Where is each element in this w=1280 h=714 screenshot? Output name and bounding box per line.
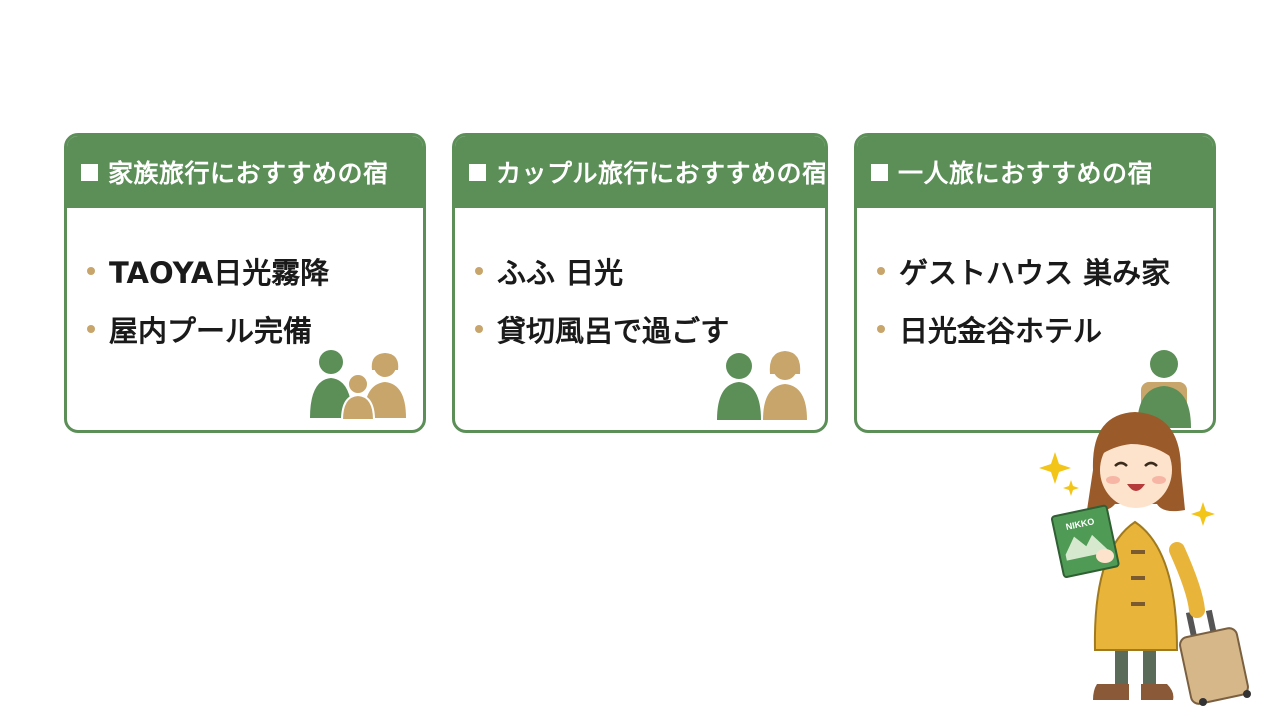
square-icon — [81, 163, 98, 181]
recommendation-list: ゲストハウス 巣み家 日光金谷ホテル — [857, 208, 1213, 358]
list-item: 日光金谷ホテル — [877, 300, 1213, 358]
bullet-icon — [877, 325, 885, 333]
card-title: カップル旅行におすすめの宿 — [496, 159, 828, 188]
couple-icon — [717, 351, 807, 420]
recommendation-list: TAOYA日光霧降 屋内プール完備 — [67, 208, 423, 358]
list-item: TAOYA日光霧降 — [87, 242, 423, 300]
solo-stay-card: 一人旅におすすめの宿 ゲストハウス 巣み家 日光金谷ホテル — [854, 133, 1216, 433]
list-item: ゲストハウス 巣み家 — [877, 242, 1213, 300]
sparkle-icon — [1063, 480, 1079, 496]
bullet-icon — [475, 267, 483, 275]
list-item: 屋内プール完備 — [87, 300, 423, 358]
guidebook: NIKKO — [1050, 504, 1120, 578]
recommendation-list: ふふ 日光 貸切風呂で過ごす — [455, 208, 825, 358]
couple-stay-card: カップル旅行におすすめの宿 ふふ 日光 貸切風呂で過ごす — [452, 133, 828, 433]
bullet-icon — [877, 267, 885, 275]
bullet-icon — [87, 325, 95, 333]
square-icon — [469, 163, 486, 181]
bullet-icon — [475, 325, 483, 333]
bullet-icon — [87, 267, 95, 275]
sparkle-icon — [1191, 502, 1215, 526]
card-title: 一人旅におすすめの宿 — [898, 159, 1154, 188]
card-header: 一人旅におすすめの宿 — [857, 136, 1213, 208]
traveler-girl-illustration: NIKKO — [1039, 412, 1251, 706]
square-icon — [871, 163, 888, 181]
card-header: 家族旅行におすすめの宿 — [67, 136, 423, 208]
list-item: ふふ 日光 — [475, 242, 825, 300]
card-title: 家族旅行におすすめの宿 — [108, 159, 389, 188]
solo-traveler-icon — [1137, 350, 1191, 428]
card-header: カップル旅行におすすめの宿 — [455, 136, 825, 208]
family-icon — [310, 350, 406, 421]
family-stay-card: 家族旅行におすすめの宿 TAOYA日光霧降 屋内プール完備 — [64, 133, 426, 433]
sparkle-icon — [1039, 452, 1071, 484]
list-item: 貸切風呂で過ごす — [475, 300, 825, 358]
